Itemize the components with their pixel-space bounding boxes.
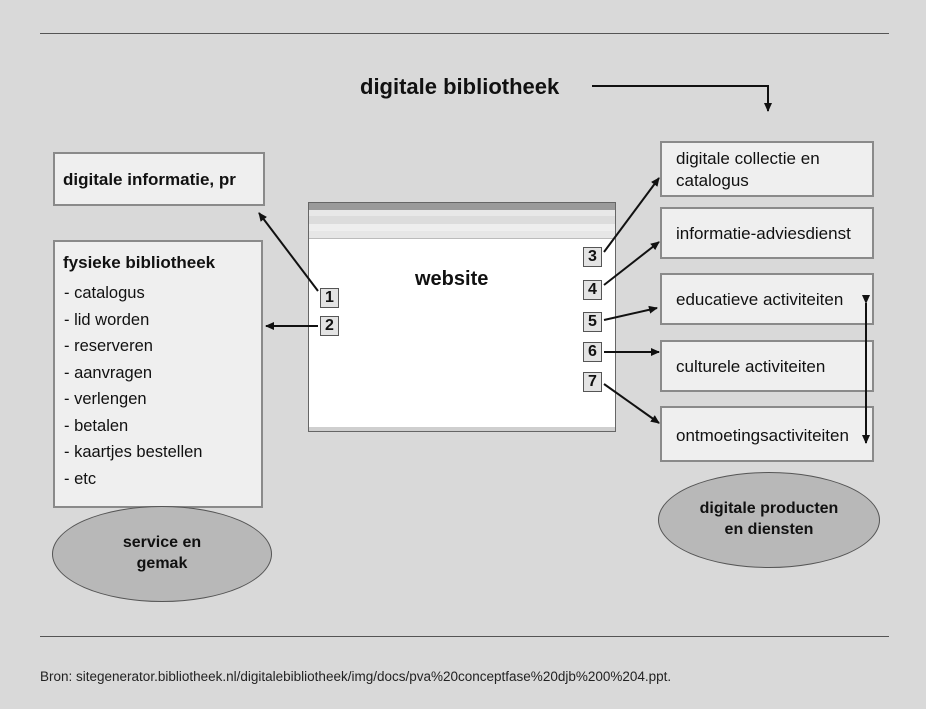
culture-box: culturele activiteiten [660, 340, 874, 392]
digital-info-label: digitale informatie, pr [63, 170, 236, 189]
top-rule [40, 33, 889, 34]
digital-products-label: digitale producten en diensten [699, 500, 839, 538]
website-label: website [415, 268, 489, 290]
education-box: educatieve activiteiten [660, 273, 874, 325]
service-ellipse-label: service en gemak [122, 534, 202, 572]
list-item: - aanvragen [64, 363, 153, 382]
service-ellipse: service en gemak [52, 506, 272, 602]
arrow-1 [258, 212, 319, 292]
arrow-5 [603, 305, 658, 321]
website-screenshot [308, 202, 616, 432]
physical-library-list: - catalogus - lid worden - reserveren - … [64, 284, 203, 496]
number-1: 1 [320, 288, 339, 308]
number-4: 4 [583, 280, 602, 300]
number-6: 6 [583, 342, 602, 362]
digital-products-ellipse: digitale producten en diensten [658, 472, 880, 568]
digital-info-box: digitale informatie, pr [53, 152, 265, 206]
list-item: - lid worden [64, 310, 150, 329]
meeting-label: ontmoetingsactiviteiten [676, 426, 849, 445]
number-5: 5 [583, 312, 602, 332]
source-text: Bron: sitegenerator.bibliotheek.nl/digit… [40, 669, 672, 684]
education-label: educatieve activiteiten [676, 290, 844, 309]
collection-box: digitale collectie en catalogus [660, 141, 874, 197]
number-2: 2 [320, 316, 339, 336]
list-item: - reserveren [64, 337, 153, 355]
physical-library-title: fysieke bibliotheek [63, 253, 216, 272]
list-item: - betalen [64, 416, 129, 435]
list-item: - etc [64, 469, 97, 488]
links-bar [309, 231, 615, 239]
list-item: - catalogus [64, 284, 145, 302]
arrow-7 [603, 383, 660, 424]
meeting-box: ontmoetingsactiviteiten [660, 406, 874, 462]
list-item: - kaartjes bestellen [64, 443, 203, 461]
advice-box: informatie-adviesdienst [660, 207, 874, 259]
number-7: 7 [583, 372, 602, 392]
diagram-title: digitale bibliotheek [360, 74, 560, 99]
window-titlebar [309, 203, 615, 210]
culture-label: culturele activiteiten [676, 357, 826, 376]
arrow-4 [603, 241, 660, 286]
status-bar [309, 427, 615, 431]
title-arrow [592, 85, 772, 112]
number-3: 3 [583, 247, 602, 267]
advice-label: informatie-adviesdienst [676, 224, 851, 243]
bottom-rule [40, 636, 889, 637]
list-item: - verlengen [64, 390, 147, 408]
collection-label: digitale collectie en catalogus [676, 149, 820, 191]
arrow-3 [603, 177, 660, 253]
